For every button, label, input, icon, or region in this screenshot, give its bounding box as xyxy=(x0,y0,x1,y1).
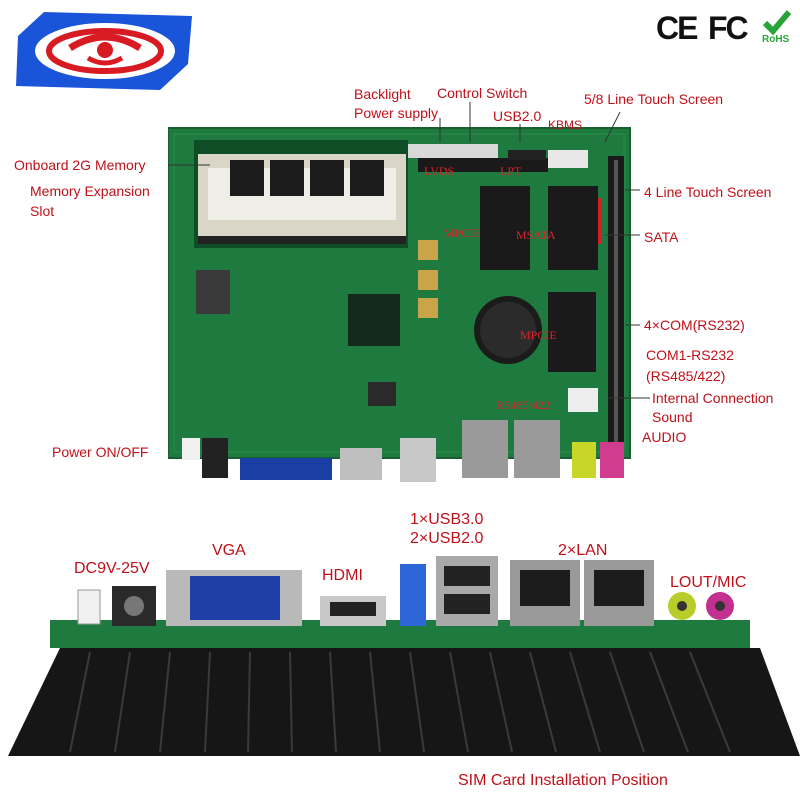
ce-mark: CE xyxy=(656,10,698,46)
mpcie-mark-1: MPCIE xyxy=(444,226,481,240)
label-dc: DC9V-25V xyxy=(74,560,150,577)
label-hdmi: HDMI xyxy=(322,567,363,584)
leader-lines-top xyxy=(168,102,650,399)
label-lout-mic: LOUT/MIC xyxy=(670,574,747,591)
label-usb20-bottom: 2×USB2.0 xyxy=(410,530,484,547)
label-control-switch: Control Switch xyxy=(437,85,528,101)
label-usb20-top: USB2.0 xyxy=(493,108,542,124)
label-touch-58: 5/8 Line Touch Screen xyxy=(584,91,724,107)
label-backlight: Backlight xyxy=(354,86,411,102)
mpcie-mark-2: MPCIE xyxy=(520,328,557,342)
label-internal-connection: Internal Connection xyxy=(652,390,774,406)
fc-mark: FC xyxy=(708,10,749,46)
lpt-mark: LPT xyxy=(500,164,522,178)
motherboard-top-view xyxy=(168,120,638,482)
label-usb30: 1×USB3.0 xyxy=(410,511,484,528)
brand-logo xyxy=(10,6,200,94)
label-com1: COM1-RS232 xyxy=(646,347,734,363)
label-rs485: (RS485/422) xyxy=(646,368,726,384)
lvds-mark: LVDS xyxy=(424,164,455,178)
rs485-422-mark: RS485/422 xyxy=(496,398,551,412)
label-sim-card: SIM Card Installation Position xyxy=(458,772,668,789)
label-audio: AUDIO xyxy=(642,429,687,445)
label-4com: 4×COM(RS232) xyxy=(644,317,745,333)
rohs-mark: RoHS xyxy=(762,34,790,45)
label-touch-4: 4 Line Touch Screen xyxy=(644,184,772,200)
label-memory-expansion: Memory Expansion xyxy=(30,183,150,199)
label-sata: SATA xyxy=(644,229,679,245)
msata-mark: MSATA xyxy=(516,228,556,242)
label-vga: VGA xyxy=(212,542,246,559)
side-view-board xyxy=(0,530,800,800)
rohs-check-icon xyxy=(762,10,792,36)
label-kbms: KBMS xyxy=(548,118,583,132)
label-power-supply: Power supply xyxy=(354,105,439,121)
label-lan: 2×LAN xyxy=(558,542,608,559)
label-slot: Slot xyxy=(30,203,55,219)
label-onboard-memory: Onboard 2G Memory xyxy=(14,157,146,173)
certification-marks: CE FC RoHS xyxy=(656,10,796,46)
label-power-onoff: Power ON/OFF xyxy=(52,444,149,460)
label-sound: Sound xyxy=(652,409,693,425)
